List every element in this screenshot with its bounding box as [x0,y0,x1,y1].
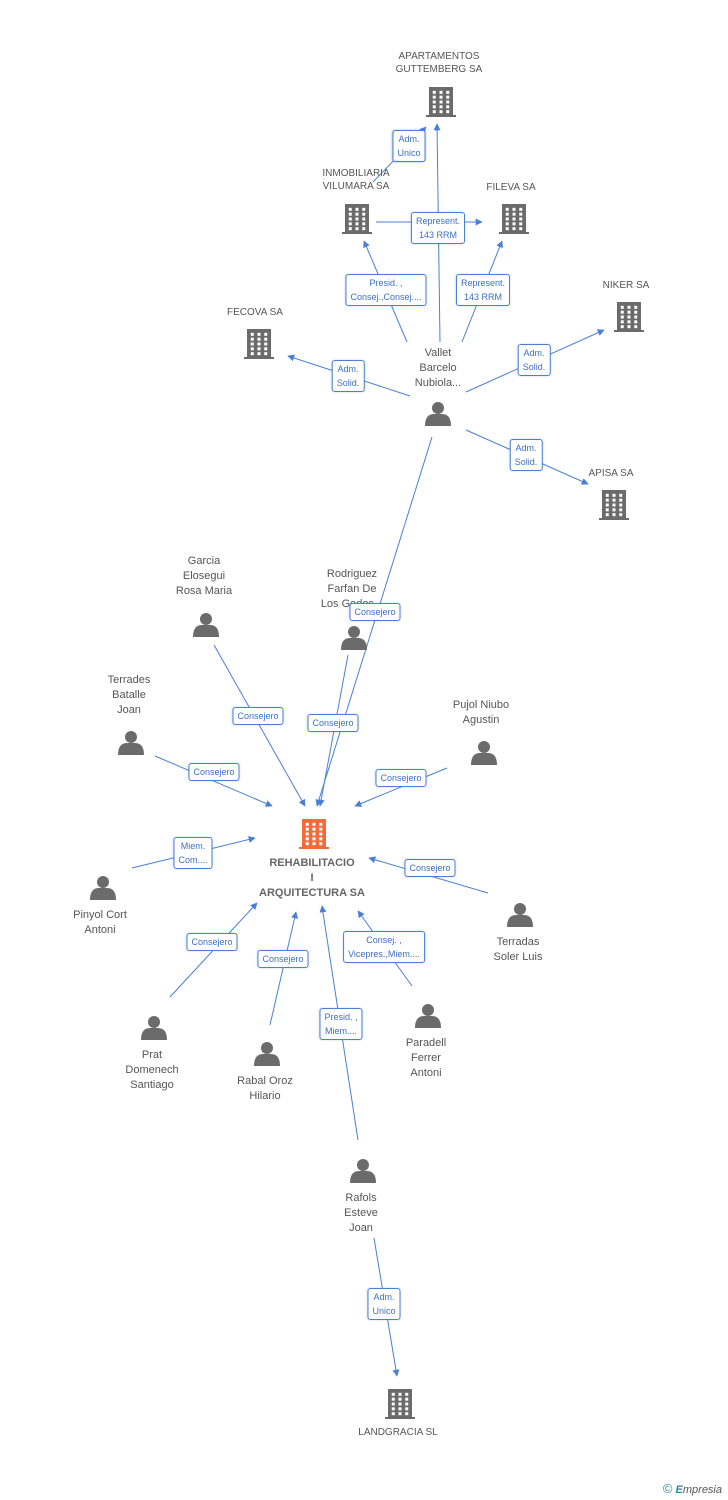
building-icon[interactable] [599,490,629,520]
node-label-prat[interactable]: Prat Domenech Santiago [125,1049,179,1091]
edge-label-rodriguez-to-center[interactable]: Consejero [307,714,359,732]
edge-label-pujol-to-center[interactable]: Consejero [375,769,427,787]
person-icon[interactable] [350,1159,376,1183]
person-icon[interactable] [471,741,497,765]
edge-label-vallet-to-center[interactable]: Consejero [349,603,401,621]
node-label-niker[interactable]: NIKER SA [602,280,650,291]
edge-rabal-to-center [269,911,298,1026]
edge-label-vallet-to-fecova[interactable]: Adm. Solid. [331,360,365,392]
person-icon[interactable] [341,626,367,650]
edge-label-paradell-to-center[interactable]: Consej. , Vicepres.,Miem.... [343,931,425,963]
node-label-center[interactable]: REHABILITACIO I ARQUITECTURA SA [259,857,365,899]
node-label-garcia[interactable]: Garcia Elosegui Rosa Maria [175,555,233,597]
node-label-pujol[interactable]: Pujol Niubo Agustin [452,699,510,726]
building-icon[interactable] [499,204,529,234]
building-icon[interactable] [244,329,274,359]
edge-label-rafols-to-landgracia[interactable]: Adm. Unico [367,1288,401,1320]
person-icon[interactable] [118,731,144,755]
node-label-terradas[interactable]: Terradas Soler Luis [493,936,543,963]
edge-label-inmobiliaria-to-apartamentos[interactable]: Adm. Unico [392,130,426,162]
edge-label-prat-to-center[interactable]: Consejero [186,933,238,951]
footer-brand[interactable]: © Empresia [663,1481,722,1496]
building-icon[interactable] [342,204,372,234]
node-label-landgracia[interactable]: LANDGRACIA SL [358,1427,438,1438]
copyright-icon: © [662,1481,673,1496]
edge-label-terradas-to-center[interactable]: Consejero [404,859,456,877]
person-icon[interactable] [507,903,533,927]
node-label-pinyol[interactable]: Pinyol Cort Antoni [73,909,127,936]
node-label-fecova[interactable]: FECOVA SA [227,307,283,318]
edge-garcia-to-center [213,644,306,807]
edge-label-vallet-to-inmobiliaria[interactable]: Presid. , Consej.,Consej.... [345,274,427,306]
edge-label-inmobiliaria-to-fileva[interactable]: Represent. 143 RRM [410,212,466,244]
node-label-vallet[interactable]: Vallet Barcelo Nubiola... [414,347,462,389]
person-icon[interactable] [193,613,219,637]
building-icon[interactable] [299,819,329,849]
person-icon[interactable] [254,1042,280,1066]
node-label-fileva[interactable]: FILEVA SA [486,182,536,193]
building-icon[interactable] [614,302,644,332]
node-label-rafols[interactable]: Rafols Esteve Joan [344,1192,378,1234]
edge-label-vallet-to-niker[interactable]: Adm. Solid. [517,344,551,376]
brand-initial: E [675,1484,683,1496]
node-label-inmobiliaria[interactable]: INMOBILIARIA VILUMARA SA [322,168,390,192]
person-icon[interactable] [90,876,116,900]
edge-label-garcia-to-center[interactable]: Consejero [232,707,284,725]
edge-label-rabal-to-center[interactable]: Consejero [257,950,309,968]
person-icon[interactable] [141,1016,167,1040]
node-label-rabal[interactable]: Rabal Oroz Hilario [237,1075,293,1102]
edge-terrades-to-center [154,755,273,807]
node-label-terrades[interactable]: Terrades Batalle Joan [107,674,151,716]
building-icon[interactable] [426,87,456,117]
edge-pujol-to-center [354,767,448,807]
nodes-layer [90,87,644,1419]
edge-label-vallet-to-fileva[interactable]: Represent. 143 RRM [455,274,511,306]
person-icon[interactable] [425,402,451,426]
person-icon[interactable] [415,1004,441,1028]
edge-label-rafols-to-center[interactable]: Presid. , Miem.... [319,1008,363,1040]
brand-name: mpresia [682,1484,722,1496]
edge-label-vallet-to-apisa[interactable]: Adm. Solid. [509,439,543,471]
node-label-paradell[interactable]: Paradell Ferrer Antoni [405,1037,447,1079]
edge-label-terrades-to-center[interactable]: Consejero [188,763,240,781]
node-label-apisa[interactable]: APISA SA [588,468,634,479]
edge-label-pinyol-to-center[interactable]: Miem. Com.... [173,837,213,869]
edge-vallet-to-center [315,436,433,807]
building-icon[interactable] [385,1389,415,1419]
node-label-apartamentos[interactable]: APARTAMENTOS GUTTEMBERG SA [395,51,483,75]
